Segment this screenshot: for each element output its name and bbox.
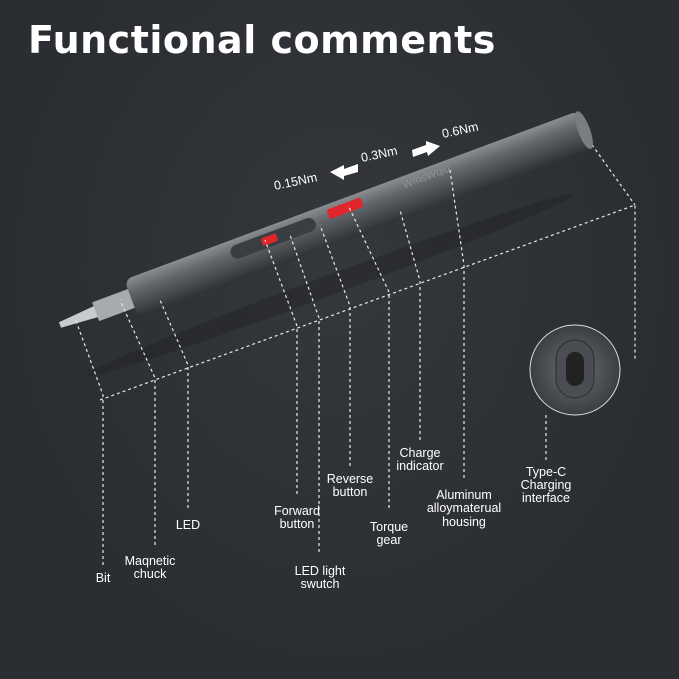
- leader-bit: [74, 317, 104, 565]
- label-magnetic-chuck: chuck: [134, 567, 167, 581]
- leader-reverse: [319, 224, 351, 466]
- leader-switch: [289, 234, 320, 552]
- forward-reverse-button: [261, 233, 278, 246]
- torque-mid: 0.3Nm: [360, 144, 399, 165]
- label-charge-indicator: Charge: [400, 446, 441, 460]
- label-magnetic-chuck: Maqnetic: [125, 554, 176, 568]
- leader-chuck: [119, 299, 156, 545]
- screwdriver: WmsWqiu: [58, 111, 593, 328]
- leader-torque: [347, 204, 390, 508]
- housing: [126, 112, 591, 315]
- usb-c-port-icon: [566, 352, 584, 386]
- label-torque-gear: gear: [376, 533, 401, 547]
- arrow-right-icon: [412, 141, 440, 157]
- label-forward-button: Forward: [274, 504, 320, 518]
- leader-charge: [399, 209, 421, 440]
- magnetic-chuck: [92, 288, 137, 322]
- leader-forward: [264, 239, 298, 494]
- label-housing: alloymaterual: [427, 501, 501, 515]
- label-housing: housing: [442, 515, 486, 529]
- arrow-left-icon: [330, 164, 358, 180]
- label-forward-button: button: [280, 517, 315, 531]
- label-type-c: Charging: [521, 478, 572, 492]
- label-housing: Aluminum: [436, 488, 492, 502]
- torque-low: 0.15Nm: [273, 170, 319, 193]
- label-reverse-button: button: [333, 485, 368, 499]
- label-torque-gear: Torque: [370, 520, 408, 534]
- label-bit: Bit: [96, 571, 111, 585]
- guide-line: [584, 134, 636, 206]
- torque-gear: [327, 197, 364, 219]
- label-charge-indicator: indicator: [396, 459, 443, 473]
- label-led: LED: [176, 518, 200, 532]
- guide-line: [99, 204, 636, 401]
- bit: [58, 305, 100, 328]
- leader-housing: [449, 169, 465, 478]
- label-type-c: interface: [522, 491, 570, 505]
- torque-high: 0.6Nm: [441, 120, 480, 141]
- label-led-light-switch: swutch: [301, 577, 340, 591]
- label-reverse-button: Reverse: [327, 472, 374, 486]
- label-led-light-switch: LED light: [295, 564, 346, 578]
- page-title: Functional comments: [28, 18, 496, 62]
- label-type-c: Type-C: [526, 465, 566, 479]
